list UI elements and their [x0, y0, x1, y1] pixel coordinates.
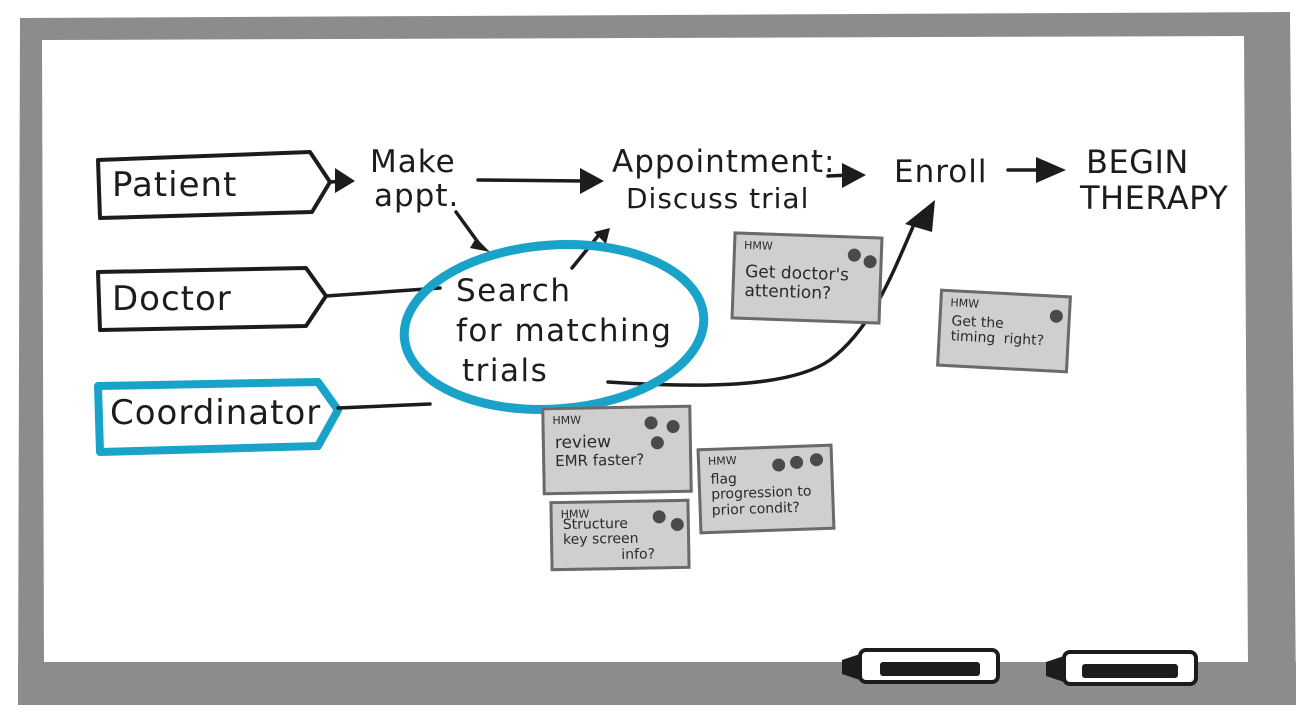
- arrowheads: [335, 157, 1066, 252]
- sticky-note: HMW Get the timing right?: [936, 288, 1072, 374]
- arrowhead-appointment-up: [594, 228, 610, 244]
- actor-label-coordinator: Coordinator: [110, 393, 322, 433]
- step-make-appt-line1: Make: [370, 144, 456, 180]
- step-search-line2: for matching: [456, 313, 673, 349]
- step-begin-therapy-line2: THERAPY: [1080, 179, 1229, 217]
- actor-shape-patient: [96, 150, 332, 220]
- sticky-note-prefix: HMW: [552, 413, 582, 428]
- connector-coordinator-to-search: [336, 402, 432, 410]
- sticky-note-prefix: HMW: [707, 454, 737, 469]
- vote-dot: [652, 510, 666, 524]
- sticky-note-text: right?: [1003, 331, 1045, 350]
- arrowhead-make-appt: [335, 168, 355, 193]
- step-search-line3: trials: [462, 353, 549, 389]
- actor-label-patient: Patient: [112, 165, 238, 205]
- vote-dot: [650, 436, 664, 450]
- marker-left: [842, 648, 1000, 684]
- vote-dot: [863, 254, 877, 269]
- step-appointment-line2: Discuss trial: [626, 182, 810, 215]
- arrowhead-begin: [1036, 157, 1066, 183]
- sticky-note: HMW flag progression to prior condit?: [696, 443, 836, 535]
- vote-dot: [847, 248, 862, 262]
- vote-dot: [1049, 309, 1064, 324]
- connector-make-appt-to-appointment: [476, 178, 587, 183]
- step-enroll: Enroll: [894, 154, 988, 190]
- vote-dot: [644, 416, 658, 430]
- actor-shape-coordinator: [94, 378, 342, 456]
- sticky-note-text: prior condit?: [711, 499, 801, 519]
- sticky-note: HMW Structure key screen info?: [549, 498, 691, 572]
- sticky-note-prefix: HMW: [950, 296, 980, 311]
- sticky-note-text: review: [554, 432, 612, 454]
- vote-dot: [809, 452, 824, 467]
- step-begin-therapy-line1: BEGIN: [1086, 143, 1189, 181]
- arrowhead-appointment: [580, 168, 604, 194]
- step-appointment-line1: Appointment:: [612, 144, 836, 180]
- connector-search-to-enroll: [606, 220, 917, 387]
- marker-right: [1046, 650, 1198, 686]
- arrowhead-enroll: [842, 163, 866, 188]
- sticky-note-prefix: HMW: [743, 238, 773, 253]
- vote-dot: [789, 455, 804, 470]
- sticky-note-text: timing: [950, 328, 996, 347]
- vote-dot: [670, 517, 684, 532]
- vote-dot: [666, 419, 680, 434]
- arrowhead-search-down: [470, 238, 490, 252]
- step-make-appt-line2: appt.: [374, 178, 460, 214]
- arrowhead-enroll-up: [905, 200, 935, 232]
- actor-label-doctor: Doctor: [112, 279, 232, 319]
- step-search-line1: Search: [456, 273, 572, 309]
- sticky-note: HMW Get doctor's attention?: [730, 231, 884, 325]
- sticky-note: HMW review EMR faster?: [541, 404, 693, 496]
- sticky-note-text: info?: [621, 546, 656, 563]
- sticky-note-text: EMR faster?: [555, 450, 645, 470]
- actor-shape-doctor: [96, 266, 328, 332]
